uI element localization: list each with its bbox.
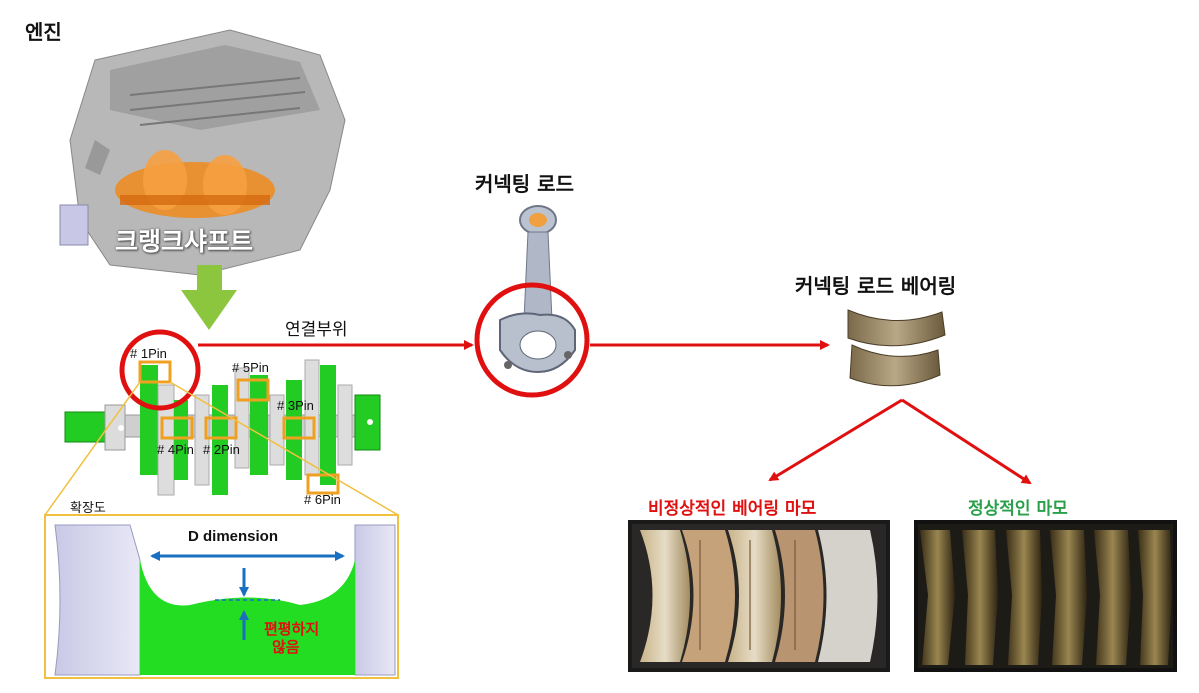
abnormal-arrow: [768, 398, 903, 482]
connection-label: 연결부위: [285, 320, 348, 340]
abnormal-wear-label: 비정상적인 베어링 마모: [648, 499, 817, 519]
normal-wear-label: 정상적인 마모: [968, 499, 1068, 519]
pin1-box: [138, 360, 172, 384]
engine-image: [59, 29, 346, 276]
pin2-box: [204, 416, 238, 440]
engine-title: 엔진: [25, 20, 62, 44]
pin-label-6: # 6Pin: [304, 492, 341, 507]
pin3-box: [282, 416, 316, 440]
pin-label-3: # 3Pin: [277, 398, 314, 413]
abnormal-wear-photo: [628, 520, 890, 672]
uneven-label-line2: 않음: [272, 638, 300, 656]
uneven-label: 편평하지 않음: [264, 620, 319, 656]
normal-arrow: [901, 398, 1032, 485]
pin6-box: [306, 473, 340, 495]
crankshaft-label: 크랭크샤프트: [115, 227, 254, 256]
zoom-line-right: [169, 381, 399, 516]
pin4-box: [160, 416, 194, 440]
green-down-arrow: [181, 265, 237, 330]
pin-boxes: [138, 360, 340, 495]
pin5-box: [236, 378, 270, 402]
pin-label-4: # 4Pin: [157, 442, 194, 457]
zoom-line-left: [44, 381, 141, 516]
pin1-highlight-circle: [119, 329, 201, 411]
normal-wear-photo: [914, 520, 1177, 672]
conrod-title: 커넥팅 로드: [475, 172, 574, 196]
bearing-title: 커넥팅 로드 베어링: [795, 274, 957, 298]
conrod-image: [499, 205, 576, 374]
crankshaft-image: [64, 359, 381, 496]
bearing-image: [847, 309, 946, 387]
zoom-label: 확장도: [70, 501, 106, 516]
d-dimension-label: D dimension: [188, 528, 279, 545]
uneven-label-line1: 편평하지: [264, 620, 320, 638]
crankshaft-highlight: [115, 150, 275, 218]
pin-label-5: # 5Pin: [232, 360, 269, 375]
pin-label-2: # 2Pin: [203, 442, 240, 457]
pin-label-1: # 1Pin: [130, 346, 167, 361]
conrod-highlight-circle: [474, 282, 590, 398]
